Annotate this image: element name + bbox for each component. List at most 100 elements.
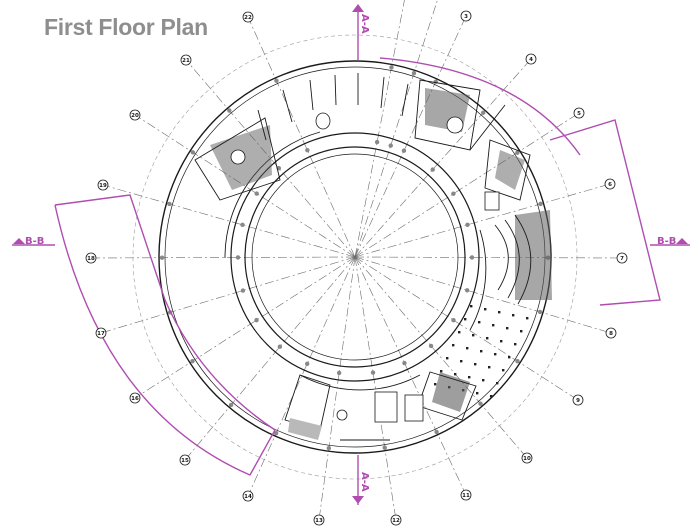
section-line-bb — [12, 57, 690, 476]
hall-column-dot — [460, 360, 463, 363]
column-9-inner — [451, 317, 456, 323]
column-20-outer — [190, 150, 196, 155]
column-14-inner — [304, 361, 310, 366]
hall-column-dot — [494, 353, 497, 356]
gridline-16 — [134, 256, 356, 399]
column-19-outer — [167, 201, 172, 207]
section-label-top: A-A — [359, 14, 370, 34]
gridline-label-19: 19 — [99, 183, 107, 189]
hall-column-dot — [434, 383, 437, 386]
gridline-bubble-8: 8 — [605, 327, 617, 339]
gridline-bubble-6: 6 — [604, 178, 616, 190]
column-8-inner — [464, 288, 470, 293]
column-11-outer — [434, 429, 439, 435]
hall-column-dot — [440, 370, 443, 373]
column-10-outer — [478, 401, 483, 406]
gridline-label-12: 12 — [392, 518, 400, 524]
gridline-8 — [354, 256, 612, 334]
column-17-inner — [240, 288, 246, 293]
column-12-inner — [370, 370, 376, 375]
gridline-21 — [185, 59, 356, 258]
column-2-inner — [388, 143, 393, 148]
column-1-inner — [374, 139, 380, 145]
column-19-inner — [240, 222, 245, 228]
column-10-inner — [428, 343, 434, 349]
column-6-inner — [465, 222, 470, 227]
core-ring-inner — [251, 153, 459, 361]
column-18-inner — [235, 255, 241, 260]
hall-column-dot — [486, 337, 489, 340]
gridline-bubble-5: 5 — [573, 107, 585, 119]
column-9-outer — [515, 358, 520, 364]
hall-column-dot — [484, 308, 487, 311]
gridline-bubble-11: 11 — [460, 489, 472, 501]
gridline-bubble-21: 21 — [180, 54, 192, 66]
column-4-inner — [430, 167, 435, 172]
gridline-bubble-15: 15 — [179, 454, 191, 466]
gridline-6 — [354, 183, 611, 258]
column-18-outer — [159, 255, 165, 260]
inner-arc-wall-east — [469, 229, 487, 331]
section-label-right: B-B — [657, 236, 676, 247]
gridline-7 — [354, 256, 623, 259]
section-arrow-left — [13, 238, 25, 244]
hall-column-dot — [514, 343, 517, 346]
gridline-bubble-20: 20 — [129, 109, 141, 121]
structural-columns — [159, 65, 551, 451]
gridline-label-8: 8 — [609, 331, 613, 337]
auditorium-seating — [494, 210, 552, 305]
gridline-label-20: 20 — [131, 113, 139, 119]
column-21-outer — [227, 108, 232, 113]
gridline-bubble-12: 12 — [390, 514, 402, 526]
column-12-outer — [382, 445, 387, 450]
section-label-left: B-B — [25, 236, 44, 247]
core-ring-middle — [244, 146, 466, 368]
hall-column-dot — [508, 356, 511, 359]
hall-column-dot — [480, 350, 483, 353]
hall-column-dot — [464, 318, 467, 321]
hall-column-dot — [492, 324, 495, 327]
hall-column-dot — [482, 379, 485, 382]
column-2-outer — [411, 71, 417, 76]
gridline-17 — [100, 256, 356, 334]
column-20-inner — [254, 191, 259, 196]
gridline-11 — [354, 256, 467, 496]
gridline-label-3: 3 — [464, 14, 468, 20]
section-arrow-bottom — [352, 496, 364, 504]
gridline-bubble-13: 13 — [313, 514, 325, 526]
hall-column-dot — [472, 334, 475, 337]
column-15-inner — [277, 344, 283, 349]
gridline-3 — [354, 15, 467, 258]
hall-column-dot — [520, 330, 523, 333]
hall-column-dot — [498, 311, 501, 314]
column-6-outer — [538, 201, 543, 207]
gridline-22 — [247, 16, 356, 258]
gridline-bubble-17: 17 — [95, 327, 107, 339]
column-7-inner — [469, 255, 475, 260]
column-13-inner — [336, 370, 342, 376]
gridline-10 — [354, 256, 528, 459]
gridline-label-17: 17 — [97, 331, 105, 337]
inner-arc-wall-south — [299, 374, 421, 391]
gridline-label-22: 22 — [244, 15, 252, 21]
gridline-label-15: 15 — [181, 458, 189, 464]
gridline-bubble-9: 9 — [572, 394, 584, 406]
gridline-label-7: 7 — [620, 256, 624, 262]
gridline-bubble-4: 4 — [525, 53, 537, 65]
page-title: First Floor Plan — [44, 14, 208, 40]
gridline-bubble-22: 22 — [242, 11, 254, 23]
gridline-14 — [247, 256, 356, 497]
hall-column-dot — [446, 357, 449, 360]
column-5-inner — [451, 191, 456, 196]
hall-column-dot — [478, 321, 481, 324]
gridline-label-14: 14 — [244, 494, 252, 500]
gridline-13 — [318, 256, 356, 521]
hall-column-dot — [468, 376, 471, 379]
room-south — [284, 374, 424, 441]
gridline-label-4: 4 — [529, 57, 533, 63]
hall-column-dot — [458, 331, 461, 334]
column-14-outer — [273, 430, 279, 436]
gridline-12 — [354, 256, 397, 521]
column-16-outer — [190, 358, 195, 364]
